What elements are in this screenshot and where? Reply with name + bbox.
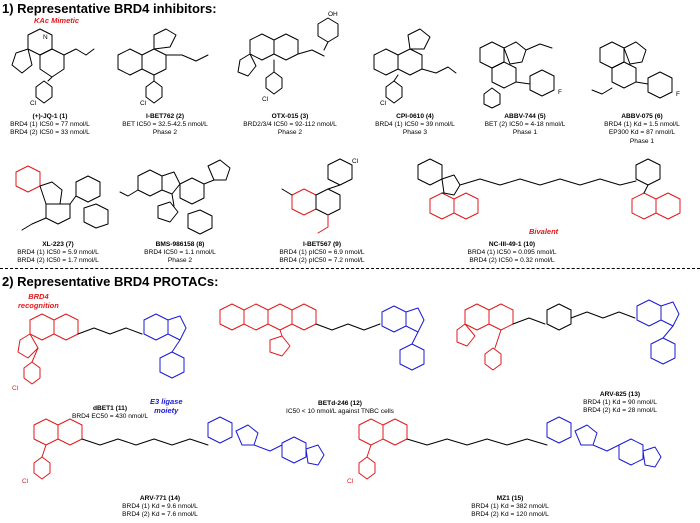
compound-activity: BRD4 EC50 = 430 nmol/L — [71, 413, 149, 421]
compound-activity: BRD4 (1) Kd = 382 nmol/L — [471, 503, 549, 511]
compound-activity: Phase 3 — [402, 129, 428, 137]
section-title-inhibitors: 1) Representative BRD4 inhibitors: — [2, 1, 217, 16]
compound-activity: BRD4 (2) Kd = 7.6 nmol/L — [122, 511, 198, 519]
compound-caption-13: ARV-825 (13) BRD4 (1) Kd = 90 nmol/L BRD… — [583, 391, 657, 416]
atom-cl: Cl — [380, 100, 387, 107]
compound-name: dBET1 (11) — [92, 405, 128, 412]
compound-caption-11: dBET1 (11) BRD4 EC50 = 430 nmol/L — [72, 405, 148, 421]
compound-name: MZ1 (15) — [496, 495, 524, 502]
structure-dbet1: Cl — [12, 313, 187, 392]
compound-activity: BRD2/3/4 IC50 = 92-112 nmol/L — [243, 121, 337, 129]
compound-caption-15: MZ1 (15) BRD4 (1) Kd = 382 nmol/L BRD4 (… — [471, 495, 549, 520]
brd4-recognition-line2: recognition — [18, 300, 59, 310]
compound-activity: Phase 2 — [167, 257, 193, 265]
compound-name: I-BET567 (9) — [302, 241, 342, 248]
compound-activity: BRD4 (1) IC50 = 39 nmol/L — [375, 121, 455, 129]
structure-otx015: Cl OH — [237, 11, 339, 103]
compound-activity: BRD4 (1) pIC50 = 6.9 nmol/L — [279, 249, 365, 257]
compound-activity: BRD4 (2) Kd = 120 nmol/L — [471, 511, 549, 519]
structure-betd246 — [219, 303, 425, 371]
compound-activity: BRD4 (1) IC50 = 0.095 nmol/L — [467, 249, 557, 257]
structure-nc-iii-49-1 — [417, 158, 681, 220]
compound-activity: BRD4 (1) Kd = 90 nmol/L — [583, 399, 657, 407]
compound-activity: BRD4 (2) IC50 = 1.7 nmol/L — [17, 257, 99, 265]
e3-ligase-line1: E3 ligase — [150, 397, 183, 406]
compound-name: BETd-246 (12) — [318, 400, 362, 407]
compound-activity: BRD4 IC50 = 1.1 nmol/L — [144, 249, 216, 257]
compound-activity: BET IC50 = 32.5-42.5 nmol/L — [122, 121, 208, 129]
kac-mimetic-tag: KAc Mimetic — [34, 16, 80, 25]
compound-caption-7: XL-223 (7) BRD4 (1) IC50 = 5.9 nmol/L BR… — [17, 241, 99, 266]
compound-name: XL-223 (7) — [42, 241, 74, 248]
compound-caption-1: (+)-JQ-1 (1) BRD4 (1) IC50 = 77 nmol/L B… — [10, 113, 90, 138]
compound-activity: EP300 Kd = 87 nmol/L — [608, 129, 676, 137]
compound-caption-12: BETd-246 (12) IC50 < 10 nmol/L against T… — [286, 400, 394, 416]
compound-name: I-BET762 (2) — [145, 113, 185, 120]
atom-cl: Cl — [262, 96, 269, 103]
compound-caption-2: I-BET762 (2) BET IC50 = 32.5-42.5 nmol/L… — [122, 113, 207, 138]
compound-name: NC-III-49-1 (10) — [488, 241, 536, 248]
compound-activity: Phase 1 — [629, 137, 655, 145]
compound-activity: BRD4 (2) IC50 = 33 nmol/L — [10, 129, 90, 137]
structure-arv825 — [456, 299, 680, 371]
compound-activity: BRD4 (1) IC50 = 5.9 nmol/L — [17, 249, 99, 257]
compound-caption-10: NC-III-49-1 (10) BRD4 (1) IC50 = 0.095 n… — [468, 241, 557, 266]
brd4-recognition-tag: BRD4 recognition — [18, 292, 59, 310]
compound-activity: BRD4 (2) Kd = 28 nmol/L — [583, 407, 657, 415]
compound-activity: BET (2) IC50 = 4-18 nmol/L — [484, 121, 566, 129]
structure-abbv075: F — [591, 41, 680, 99]
compound-activity: BRD4 (2) IC50 = 0.32 nmol/L — [469, 257, 555, 265]
atom-cl: Cl — [30, 100, 37, 107]
atom-cl: Cl — [140, 100, 147, 107]
compound-name: ABBV-744 (5) — [504, 113, 546, 120]
compound-caption-6: ABBV-075 (6) BRD4 (1) Kd = 1.5 nmol/L EP… — [604, 113, 680, 146]
atom-cl: Cl — [12, 385, 19, 392]
compound-name: CPI-0610 (4) — [396, 113, 434, 120]
atom-f: F — [676, 91, 680, 98]
compound-activity: IC50 < 10 nmol/L against TNBC cells — [286, 408, 394, 416]
atom-cl: Cl — [352, 158, 359, 165]
structure-bms986158 — [119, 159, 231, 235]
compound-caption-5: ABBV-744 (5) BET (2) IC50 = 4-18 nmol/L … — [485, 113, 566, 138]
structure-arv771: Cl — [22, 416, 325, 485]
compound-activity: BRD4 (2) pIC50 = 7.2 nmol/L — [279, 257, 365, 265]
compound-activity: Phase 2 — [277, 129, 303, 137]
compound-name: OTX-015 (3) — [271, 113, 309, 120]
structure-jq1: Cl N — [11, 28, 95, 107]
atom-cl: Cl — [347, 478, 354, 485]
atom-cl: Cl — [22, 478, 29, 485]
compound-name: ARV-825 (13) — [599, 391, 641, 398]
section-divider — [0, 268, 700, 269]
compound-activity: Phase 1 — [512, 129, 538, 137]
section-title-protacs: 2) Representative BRD4 PROTACs: — [2, 274, 219, 289]
compound-caption-9: I-BET567 (9) BRD4 (1) pIC50 = 6.9 nmol/L… — [279, 241, 364, 266]
compound-name: BMS-986158 (8) — [155, 241, 205, 248]
atom-f: F — [558, 89, 562, 96]
compound-caption-8: BMS-986158 (8) BRD4 IC50 = 1.1 nmol/L Ph… — [144, 241, 216, 266]
compound-activity: BRD4 (1) IC50 = 77 nmol/L — [10, 121, 90, 129]
compound-name: ARV-771 (14) — [139, 495, 181, 502]
compound-caption-3: OTX-015 (3) BRD2/3/4 IC50 = 92-112 nmol/… — [243, 113, 337, 138]
atom-oh: OH — [328, 11, 338, 18]
e3-ligase-line2: moiety — [154, 405, 179, 415]
compound-activity: Phase 2 — [152, 129, 178, 137]
compound-name: ABBV-075 (6) — [621, 113, 663, 120]
structure-xl223 — [15, 165, 109, 231]
compound-caption-14: ARV-771 (14) BRD4 (1) Kd = 9.6 nmol/L BR… — [122, 495, 198, 520]
structure-cpi0610: Cl — [373, 28, 457, 107]
atom-n: N — [43, 34, 48, 41]
structure-abbv744: F — [479, 41, 562, 109]
e3-ligase-tag: E3 ligase moiety — [150, 397, 183, 415]
compound-caption-4: CPI-0610 (4) BRD4 (1) IC50 = 39 nmol/L P… — [375, 113, 455, 138]
compound-name: (+)-JQ-1 (1) — [32, 113, 68, 120]
structure-mz1: Cl — [347, 416, 662, 485]
structure-ibet567: Cl — [281, 158, 359, 234]
structure-ibet762: Cl — [117, 28, 209, 107]
bivalent-tag: Bivalent — [529, 227, 559, 236]
compound-activity: BRD4 (1) Kd = 9.6 nmol/L — [122, 503, 198, 511]
brd4-recognition-line1: BRD4 — [28, 292, 49, 301]
compound-activity: BRD4 (1) Kd = 1.5 nmol/L — [604, 121, 680, 129]
